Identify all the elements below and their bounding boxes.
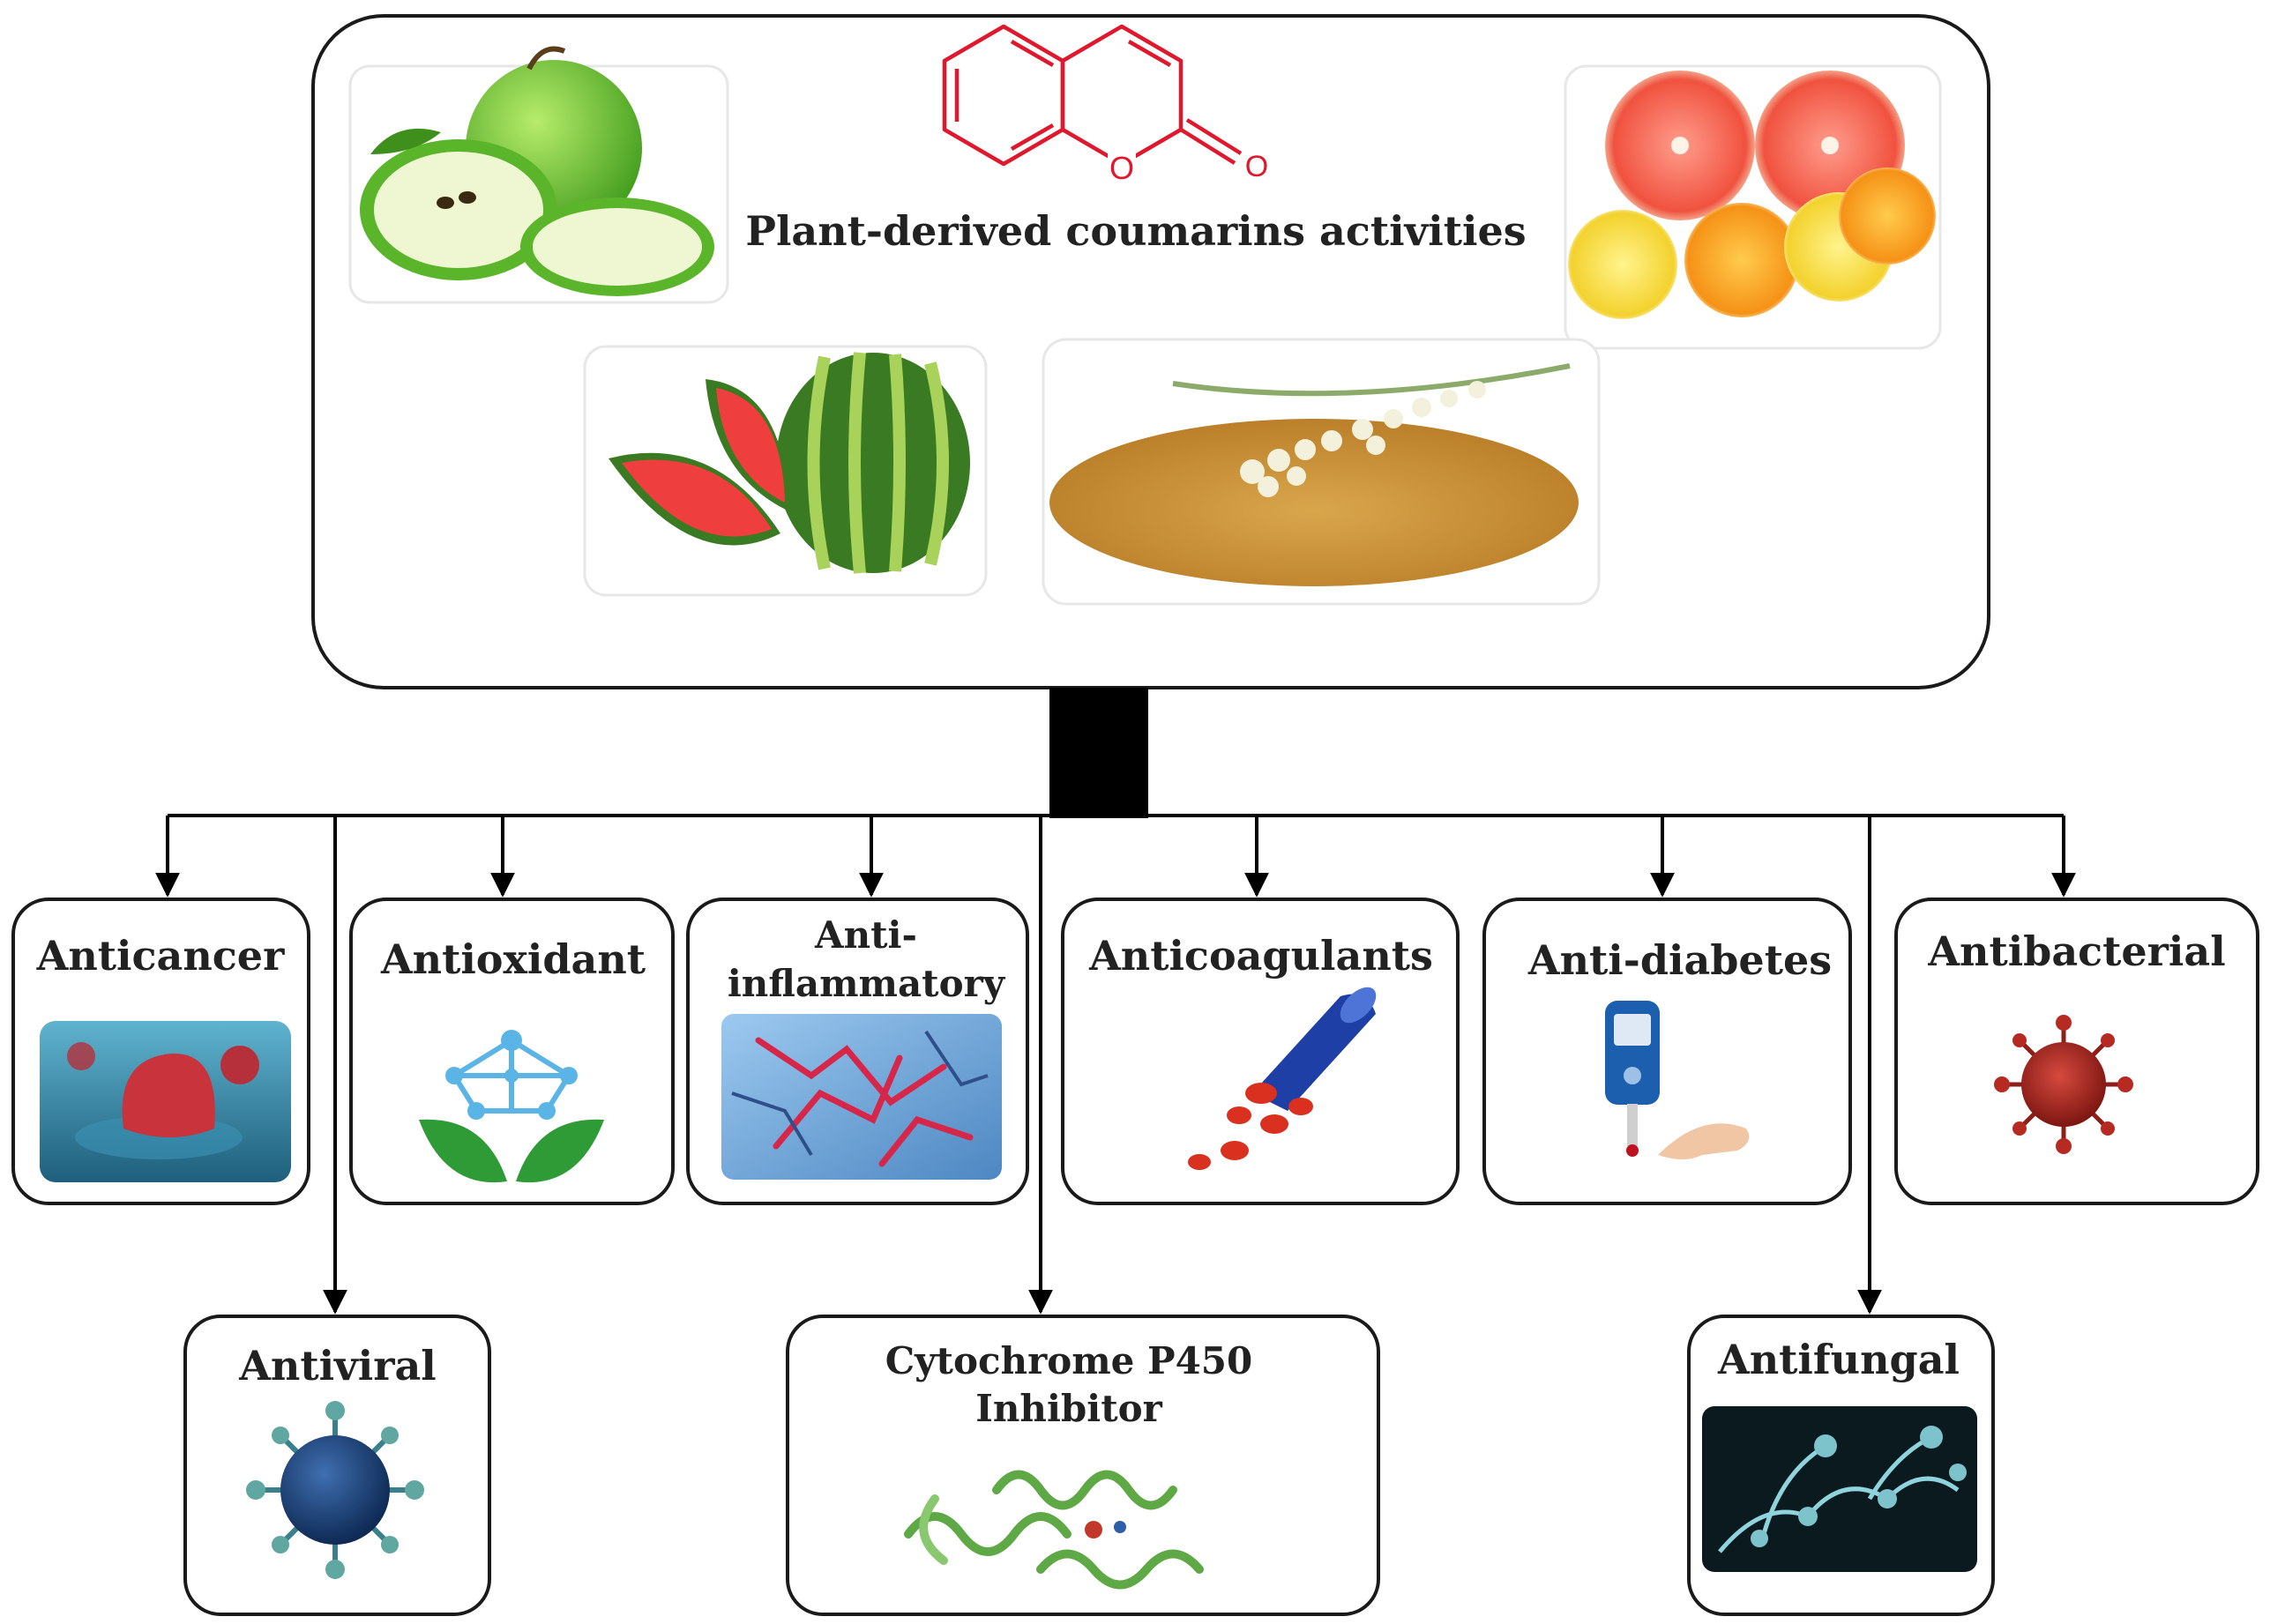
activity-label-antioxidant: Antioxidant — [380, 935, 646, 983]
citrus-fruits-image — [1564, 64, 1942, 350]
green-apple-image — [348, 46, 729, 304]
activity-label-anti-inflammatory-1: Anti- — [814, 913, 917, 957]
activity-box-anticoagulants: Anticoagulants — [1061, 898, 1460, 1205]
cancer-cell-icon — [40, 1021, 291, 1182]
blood-vessel-cells-icon — [1188, 987, 1377, 1170]
trunk-connector — [1049, 688, 1148, 818]
virus-icon — [246, 1401, 424, 1579]
activity-label-cyp450-2: Inhibitor — [975, 1387, 1162, 1430]
activity-label-antiviral: Antiviral — [238, 1342, 437, 1389]
activity-box-anti-inflammatory: Anti- inflammatory — [686, 898, 1029, 1205]
sweet-clover-seeds-image — [1042, 338, 1601, 606]
activity-box-antiviral: Antiviral — [183, 1315, 491, 1616]
activity-label-anti-inflammatory-2: inflammatory — [728, 962, 1006, 1005]
antioxidant-molecule-leaves-icon — [419, 1030, 604, 1183]
watermelon-image — [583, 345, 988, 597]
glucose-meter-icon — [1605, 1001, 1750, 1159]
inflamed-tissue-icon — [721, 1014, 1002, 1180]
activity-box-anti-diabetes: Anti-diabetes — [1482, 898, 1852, 1205]
activity-label-antibacterial: Antibacterial — [1927, 927, 2225, 975]
bacterium-icon — [1994, 1015, 2133, 1154]
activity-label-cyp450-1: Cytochrome P450 — [885, 1339, 1253, 1382]
coumarin-structure-icon — [942, 24, 1243, 167]
activity-label-anticancer: Anticancer — [36, 932, 285, 980]
connector-lines — [155, 688, 2076, 1315]
diagram-title: Plant-derived coumarins activities — [745, 207, 1526, 255]
activity-box-antioxidant: Antioxidant — [349, 898, 675, 1205]
activity-box-cytochrome-p450: Cytochrome P450 Inhibitor — [786, 1315, 1380, 1616]
activity-box-antifungal: Antifungal — [1687, 1315, 1995, 1616]
svg-text:O: O — [1109, 150, 1134, 186]
activity-box-anticancer: Anticancer — [11, 898, 310, 1205]
activity-label-antifungal: Antifungal — [1717, 1336, 1960, 1383]
protein-structure-icon — [904, 1470, 1204, 1590]
activity-label-anticoagulants: Anticoagulants — [1088, 932, 1433, 980]
oxygen-carbonyl-label: O — [1245, 150, 1268, 183]
fungal-hyphae-icon — [1702, 1406, 1977, 1572]
activity-box-antibacterial: Antibacterial — [1894, 898, 2259, 1205]
activity-label-anti-diabetes: Anti-diabetes — [1527, 936, 1832, 984]
